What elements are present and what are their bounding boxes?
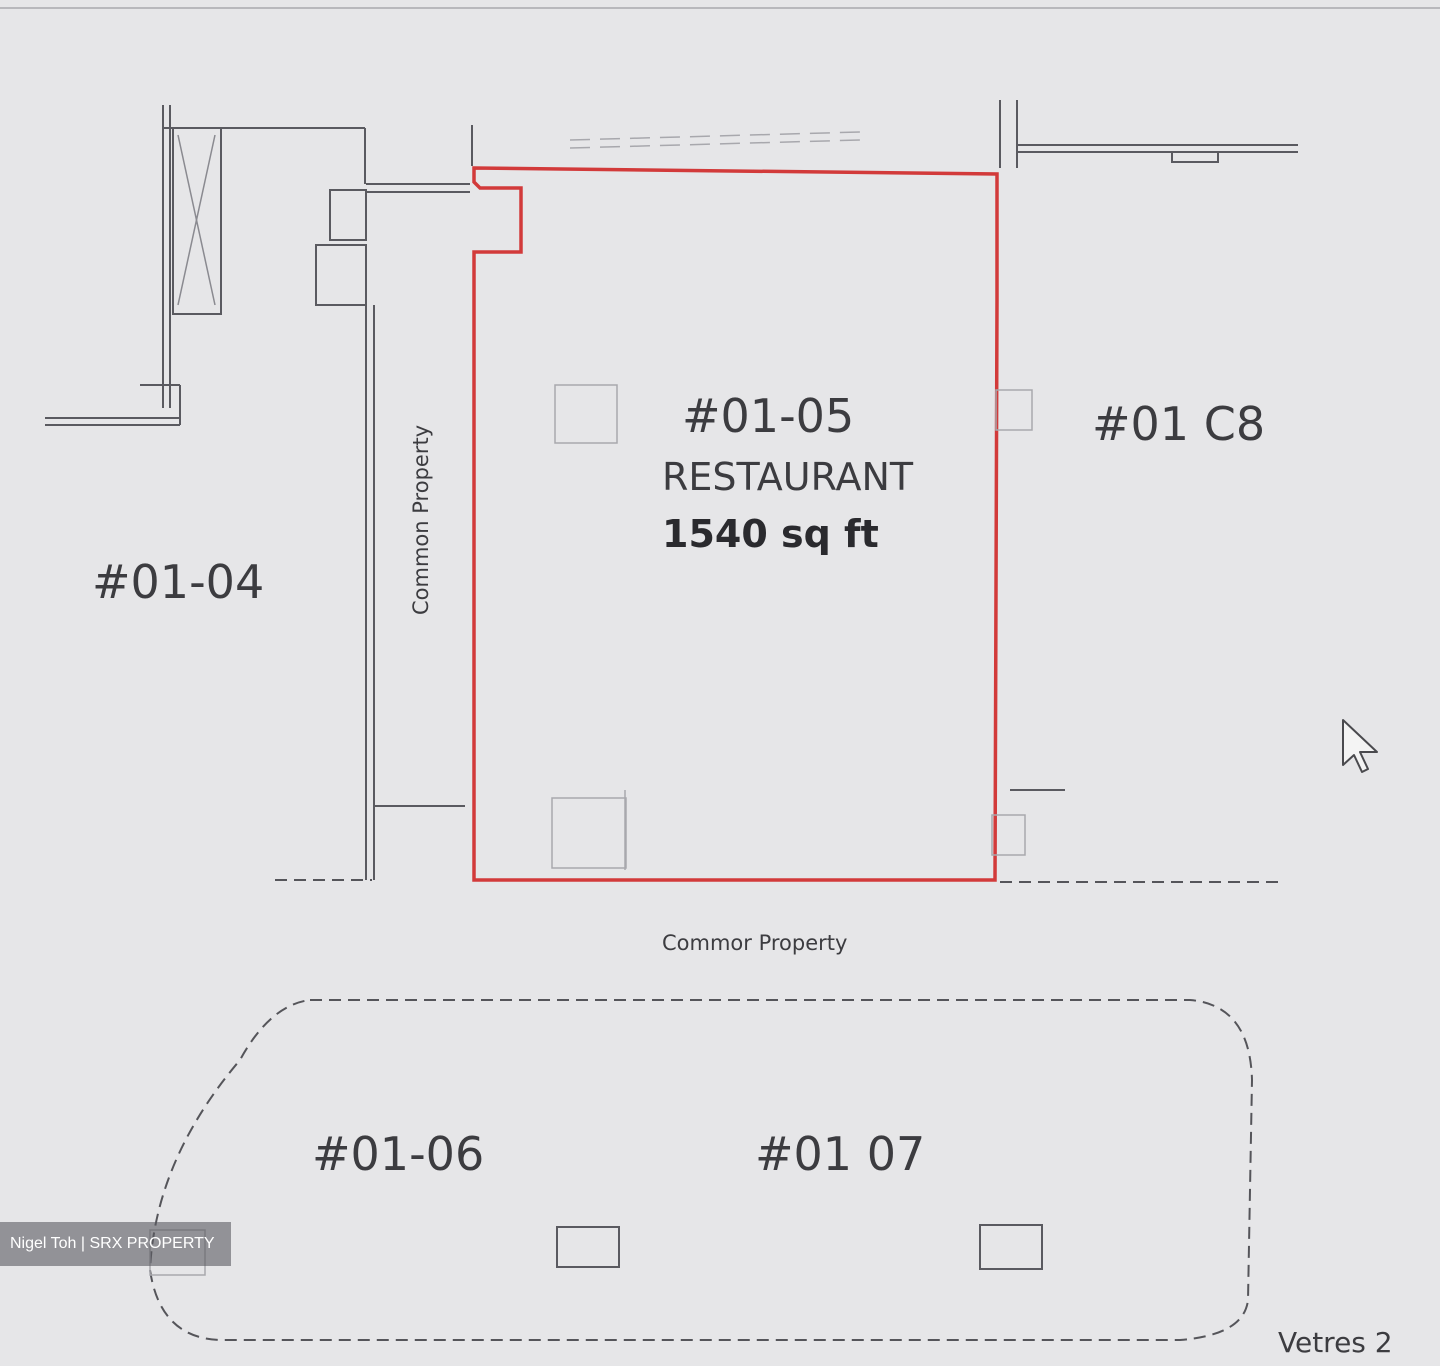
watermark: Nigel Toh | SRX PROPERTY	[0, 1222, 231, 1266]
unit-0104-number: #01-04	[92, 555, 264, 609]
corridor-common-property-label: Common Property	[409, 425, 433, 615]
corridor-walls	[275, 125, 473, 881]
lower-island-fixtures	[149, 1224, 1043, 1276]
unit-0105-fixtures	[551, 384, 627, 870]
unit-0105-area: 1540 sq ft	[662, 512, 879, 556]
unit-0105-number: #01-05	[682, 389, 854, 443]
unit-0104-walls	[45, 105, 367, 426]
mouse-pointer-icon	[1342, 719, 1378, 773]
front-common-property-label: Commor Property	[662, 931, 847, 955]
unit-0108-walls	[991, 100, 1298, 883]
unit-0106-number: #01-06	[312, 1127, 484, 1181]
unit-0105-boundary	[472, 166, 999, 882]
canopy-hatch	[569, 131, 861, 149]
unit-0107-number: #01 07	[755, 1127, 925, 1181]
unit-0105-use: RESTAURANT	[662, 455, 914, 499]
lower-island-boundary	[148, 999, 1254, 1341]
scale-bar-label: Vetres 2	[1278, 1326, 1393, 1359]
unit-0108-number: #01 C8	[1092, 397, 1265, 451]
